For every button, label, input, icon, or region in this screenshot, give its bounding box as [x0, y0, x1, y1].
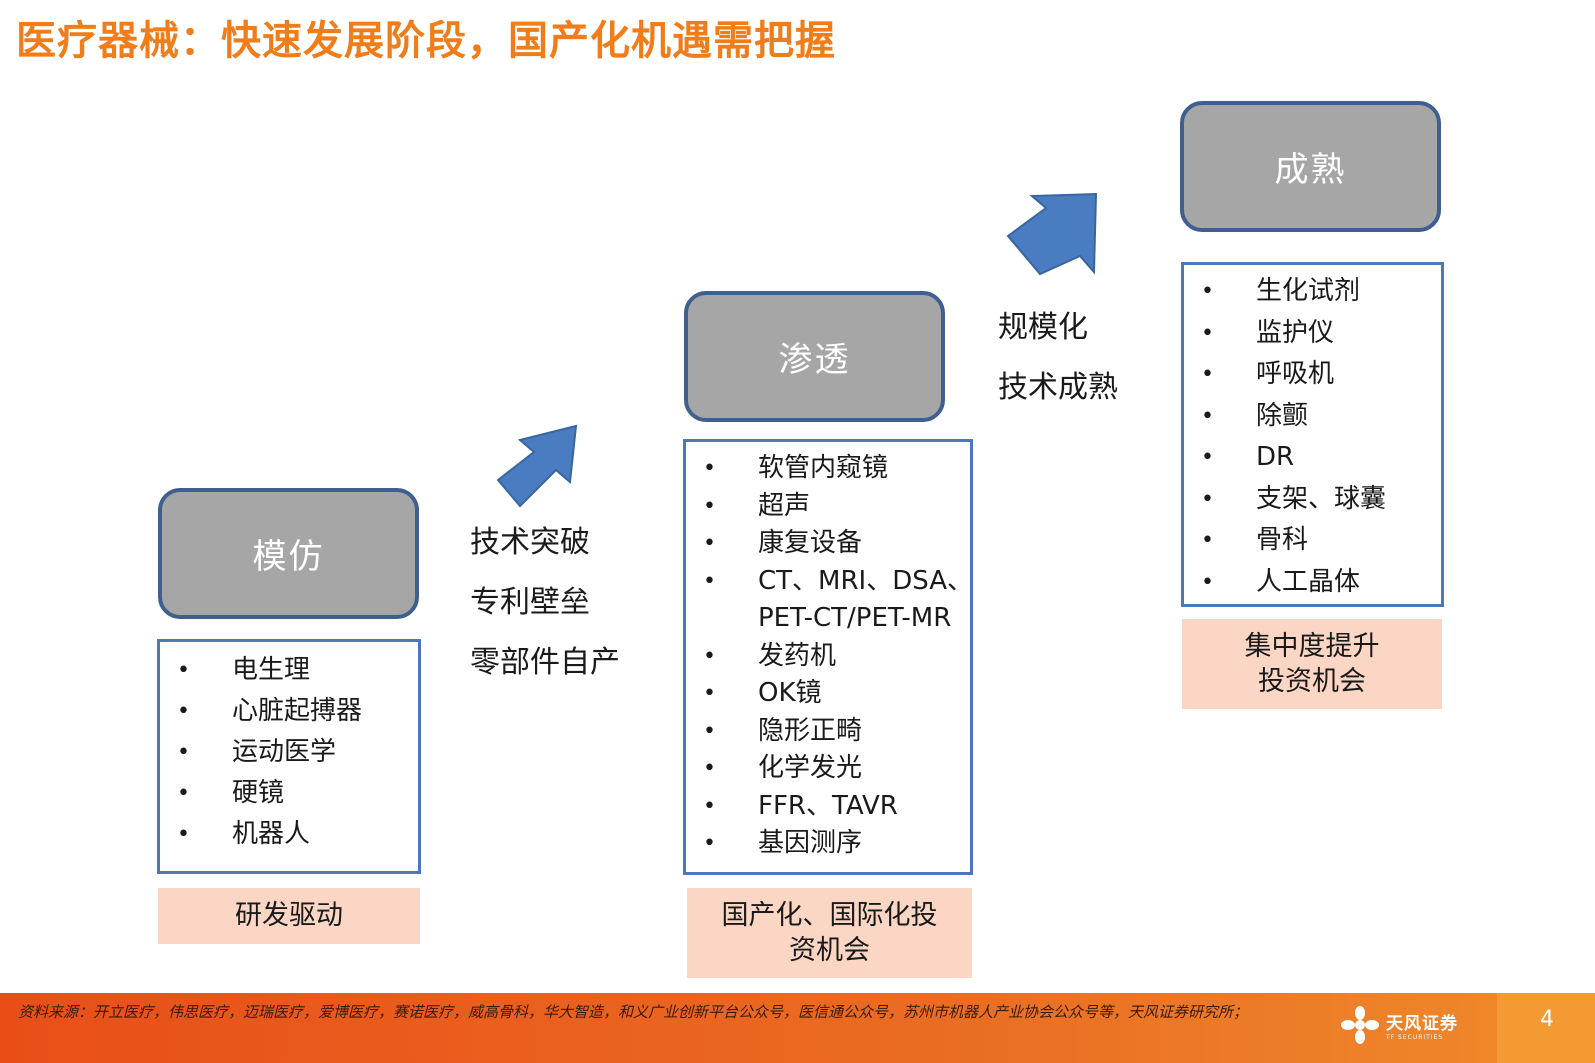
- transition-line: 专利壁垒: [470, 585, 590, 620]
- list-item: 呼吸机: [1201, 354, 1441, 396]
- transition-1-text: 技术突破 专利壁垒 零部件自产: [470, 525, 620, 705]
- logo-name: 天风证券: [1386, 1014, 1458, 1034]
- list-item: 软管内窥镜: [703, 450, 970, 488]
- transition-line: 规模化: [998, 310, 1088, 345]
- stage-mature-label: 成熟: [1274, 150, 1347, 190]
- list-item: 电生理: [177, 650, 418, 691]
- list-item: FFR、TAVR: [703, 788, 970, 826]
- list-item: 基因测序: [703, 825, 970, 863]
- transition-line: 技术突破: [470, 525, 590, 560]
- logo-subname: TF SECURITIES: [1386, 1034, 1444, 1041]
- stage-mature-list: 生化试剂 监护仪 呼吸机 除颤 DR 支架、球囊 骨科 人工晶体: [1181, 262, 1444, 607]
- arrow-up-right-icon: [496, 424, 578, 508]
- brand-logo: 天风证券 TF SECURITIES: [1340, 1005, 1458, 1045]
- list-item: 硬镜: [177, 773, 418, 814]
- list-item-continuation: PET-CT/PET-MR: [758, 603, 952, 633]
- list-item: OK镜: [703, 675, 970, 713]
- transition-line: 零部件自产: [470, 645, 620, 680]
- stage-imitation-note: 研发驱动: [158, 888, 420, 944]
- stage-imitation-label: 模仿: [252, 537, 325, 577]
- transition-2-text: 规模化 技术成熟: [998, 310, 1118, 430]
- list-item: 隐形正畸: [703, 713, 970, 751]
- stage-penetration-box: 渗透: [684, 291, 945, 422]
- stage-imitation-list: 电生理 心脏起搏器 运动医学 硬镜 机器人: [157, 639, 421, 874]
- list-item: 生化试剂: [1201, 271, 1441, 313]
- stage-mature-box: 成熟: [1180, 101, 1441, 232]
- page-title: 医疗器械：快速发展阶段，国产化机遇需把握: [16, 18, 836, 64]
- stage-penetration-label: 渗透: [778, 340, 851, 380]
- list-item: 超声: [703, 488, 970, 526]
- list-item: 心脏起搏器: [177, 691, 418, 732]
- flower-logo-icon: [1341, 1006, 1379, 1044]
- list-item: 除颤: [1201, 396, 1441, 438]
- stage-penetration-note: 国产化、国际化投 资机会: [687, 888, 972, 978]
- transition-line: 技术成熟: [998, 370, 1118, 405]
- stage-imitation-box: 模仿: [158, 488, 419, 619]
- list-item: 发药机: [703, 638, 970, 676]
- list-item: 机器人: [177, 814, 418, 855]
- list-item: 监护仪: [1201, 313, 1441, 355]
- source-note: 资料来源：开立医疗，伟思医疗，迈瑞医疗，爱博医疗，赛诺医疗，威高骨科，华大智造，…: [18, 1003, 1249, 1021]
- list-item: DR: [1201, 437, 1441, 479]
- footer-bar: 资料来源：开立医疗，伟思医疗，迈瑞医疗，爱博医疗，赛诺医疗，威高骨科，华大智造，…: [0, 993, 1595, 1063]
- list-item: 康复设备: [703, 525, 970, 563]
- list-item: 化学发光: [703, 750, 970, 788]
- stage-penetration-list: 软管内窥镜 超声 康复设备 CT、MRI、DSA、 PET-CT/PET-MR …: [683, 439, 973, 875]
- list-item: 人工晶体: [1201, 562, 1441, 604]
- footer-accent-block: [1497, 993, 1595, 1063]
- list-item: 骨科: [1201, 520, 1441, 562]
- arrow-up-right-icon: [1006, 192, 1098, 276]
- page-number: 4: [1540, 1007, 1554, 1032]
- list-item: CT、MRI、DSA、: [703, 563, 973, 601]
- list-item: 支架、球囊: [1201, 479, 1441, 521]
- stage-mature-note: 集中度提升 投资机会: [1182, 619, 1442, 709]
- list-item: 运动医学: [177, 732, 418, 773]
